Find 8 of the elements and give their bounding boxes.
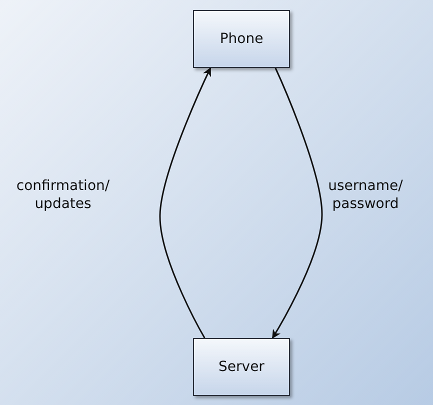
- process-box: [193, 338, 290, 396]
- node-label: Phone: [220, 31, 264, 47]
- arrow: [272, 68, 323, 339]
- node-label: Server: [218, 359, 264, 375]
- edge-label: confirmation/ updates: [15, 178, 111, 213]
- process-box: [193, 10, 290, 68]
- arrow: [159, 67, 212, 338]
- edge-label: username/ password: [327, 178, 404, 213]
